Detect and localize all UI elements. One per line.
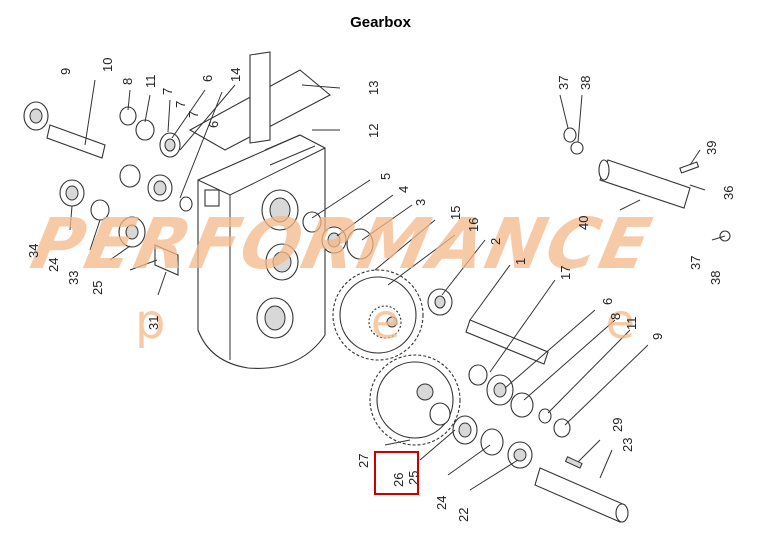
highlighted-part-label: 26	[391, 473, 406, 487]
part-label: 37	[688, 256, 703, 270]
part-label: 33	[66, 271, 81, 285]
part-label: 1	[513, 258, 528, 265]
page-title: Gearbox	[350, 14, 411, 31]
part-label: 23	[620, 438, 635, 452]
part-label: 10	[100, 58, 115, 72]
part-label: 38	[708, 271, 723, 285]
part-label: 9	[650, 333, 665, 340]
part-label: 7	[186, 111, 201, 118]
part-label: 8	[608, 313, 623, 320]
part-label: 12	[366, 124, 381, 138]
part-label: 7	[173, 101, 188, 108]
part-label: 6	[206, 121, 221, 128]
gearbox-housing	[197, 134, 326, 369]
part-label: 17	[558, 266, 573, 280]
part-label: 40	[576, 216, 591, 230]
part-labels: 9 10 8 11 7 7 7 6 6 14 13 12 5 4 3 15 16…	[26, 58, 736, 522]
part-label: 3	[413, 199, 428, 206]
part-label: 14	[228, 68, 243, 82]
part-label: 2	[488, 238, 503, 245]
spline-shaft	[563, 127, 731, 242]
part-label: 15	[448, 206, 463, 220]
part-label: 24	[46, 258, 61, 272]
output-shaft	[534, 456, 629, 523]
part-label: 25	[90, 281, 105, 295]
left-shaft	[23, 101, 106, 159]
watermark-subtext: p e e l	[135, 294, 761, 350]
part-label: 8	[120, 78, 135, 85]
performance-watermark: PERFORMANCE p e e l	[24, 203, 761, 350]
part-label: 22	[456, 508, 471, 522]
part-label: 6	[200, 75, 215, 82]
part-label: 39	[704, 141, 719, 155]
part-label: 13	[366, 81, 381, 95]
part-label: 38	[578, 76, 593, 90]
part-label: 7	[160, 88, 175, 95]
part-label: 11	[624, 317, 639, 331]
highlighted-part-26[interactable]: 26	[374, 451, 419, 495]
upper-gear	[332, 269, 424, 361]
part-label: 24	[434, 496, 449, 510]
lower-gear	[369, 354, 461, 446]
part-label: 16	[466, 218, 481, 232]
watermark-text: PERFORMANCE	[24, 203, 659, 285]
part-label: 27	[356, 454, 371, 468]
part-label: 6	[600, 298, 615, 305]
part-label: 11	[143, 75, 158, 89]
part-label: 4	[396, 186, 411, 193]
right-shaft-assembly	[427, 288, 571, 469]
cover-plate	[188, 51, 331, 151]
leader-lines	[69, 79, 726, 491]
part-label: 36	[721, 186, 736, 200]
part-label: 37	[556, 76, 571, 90]
part-label: 31	[146, 316, 161, 330]
part-label: 29	[610, 418, 625, 432]
part-label: 5	[378, 173, 393, 180]
part-label: 9	[58, 68, 73, 75]
part-label: 34	[26, 244, 41, 258]
